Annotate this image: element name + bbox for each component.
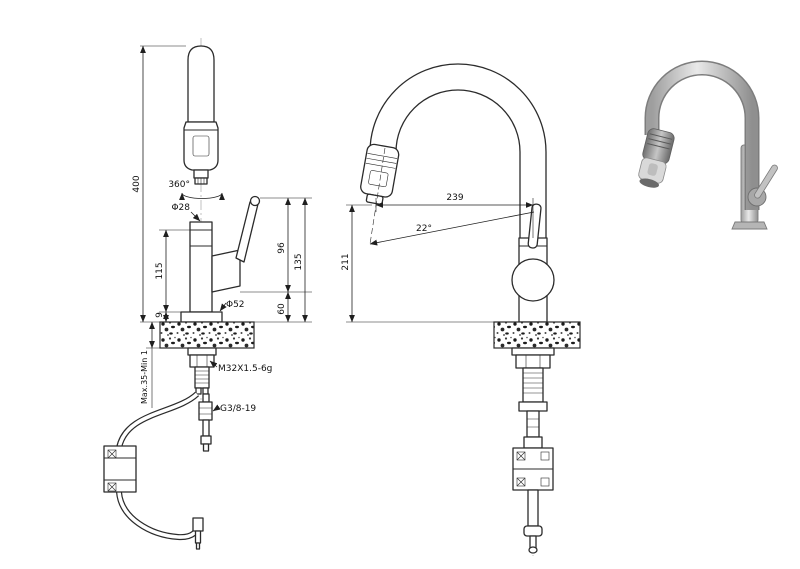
perspective-view [638, 60, 778, 230]
dim-spout-diameter-label: Φ28 [171, 203, 190, 213]
dim-base-diameter-label: Φ52 [226, 300, 245, 310]
front-spray-button [192, 135, 210, 157]
dim-handle-total-label: 135 [294, 253, 304, 270]
render-spray-head [638, 128, 675, 188]
front-handle-boss [211, 249, 241, 293]
dim-spout-height-label: 211 [341, 253, 351, 270]
front-base [180, 311, 223, 323]
front-hose-end-fitting [192, 517, 204, 532]
swivel-arrow [179, 192, 225, 201]
front-body [189, 221, 213, 313]
front-counter-deck [159, 321, 255, 349]
front-spray-head [183, 121, 219, 171]
side-spray-head [360, 143, 400, 205]
dim-overall-height-label: 400 [132, 175, 142, 192]
dim-body-height-label: 115 [155, 262, 165, 279]
render-gooseneck [646, 62, 758, 210]
front-spout-riser [187, 45, 215, 123]
render-handle-lever [754, 164, 778, 199]
side-handle-lever [527, 203, 542, 249]
dim-swivel-label: 360° [168, 180, 190, 190]
dim-deck-thickness-label: Max.35-Min 1 [140, 350, 149, 404]
side-ball-joint [511, 258, 555, 302]
side-hose [527, 489, 539, 527]
dim-reach-label: 239 [446, 193, 463, 203]
side-counter-deck [493, 321, 581, 349]
front-hose-connector [198, 401, 213, 421]
dim-handle-height-label: 96 [277, 242, 287, 254]
dim-mount-thread-label: M32X1.5-6g [218, 364, 272, 374]
side-mount-nut [515, 354, 551, 369]
side-flange [511, 347, 555, 356]
dim-base-height-label: 9 [155, 312, 165, 318]
render-base [731, 221, 768, 230]
spray-angle-line [369, 211, 535, 246]
front-view: 400 115 9 Max.35-Min 1 360° Φ28 M32X1.5-… [103, 38, 312, 550]
dim-boss-height-label: 60 [277, 303, 287, 315]
front-flange [187, 347, 217, 356]
dim-spray-angle-label: 22° [416, 224, 432, 234]
side-view: 22° 239 211 [341, 63, 581, 556]
spray-axis-line [369, 147, 386, 245]
front-nozzle [193, 169, 209, 179]
dim-hose-thread-label: G3/8-19 [220, 404, 256, 414]
front-handle-knob [249, 195, 261, 207]
front-threaded-shank [194, 366, 210, 389]
side-hose-weight [512, 447, 554, 491]
front-hose-weight [103, 445, 137, 493]
